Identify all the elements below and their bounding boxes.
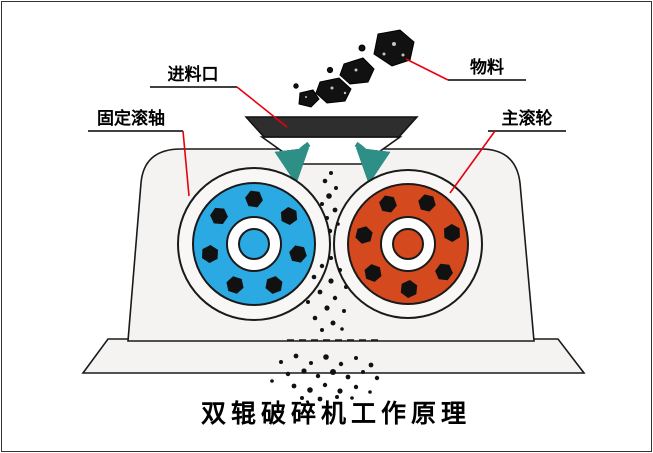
coal-chunks	[293, 29, 415, 108]
pointer-line-fixed-roller	[182, 130, 190, 197]
label-fixed-roller: 固定滚轴	[97, 108, 165, 128]
pointer-line-material	[405, 58, 449, 81]
right-roller-hub	[392, 228, 424, 260]
coal-chunk	[315, 77, 352, 104]
flow-arrow-right	[354, 141, 391, 185]
diagram-title: 双辊破碎机工作原理	[201, 399, 471, 428]
coal-chunk	[373, 29, 415, 67]
particles-below-rollers	[306, 256, 348, 332]
label-main-roller: 主滚轮	[502, 108, 553, 128]
left-roller	[177, 167, 331, 321]
coal-speckles	[305, 42, 405, 98]
label-feed-inlet: 进料口	[168, 64, 219, 84]
hopper-rim	[244, 116, 419, 138]
machine-base	[81, 338, 586, 374]
coal-chunk	[298, 89, 320, 108]
flow-arrow-left	[274, 141, 311, 185]
pointer-line-main-roller	[449, 130, 496, 194]
particles-discharged	[270, 353, 380, 402]
pointer-line-feed-inlet	[236, 86, 288, 128]
right-roller	[333, 169, 483, 319]
label-material: 物料	[470, 57, 504, 77]
particles-entering-nip	[320, 171, 340, 234]
left-roller-hub	[238, 228, 270, 260]
